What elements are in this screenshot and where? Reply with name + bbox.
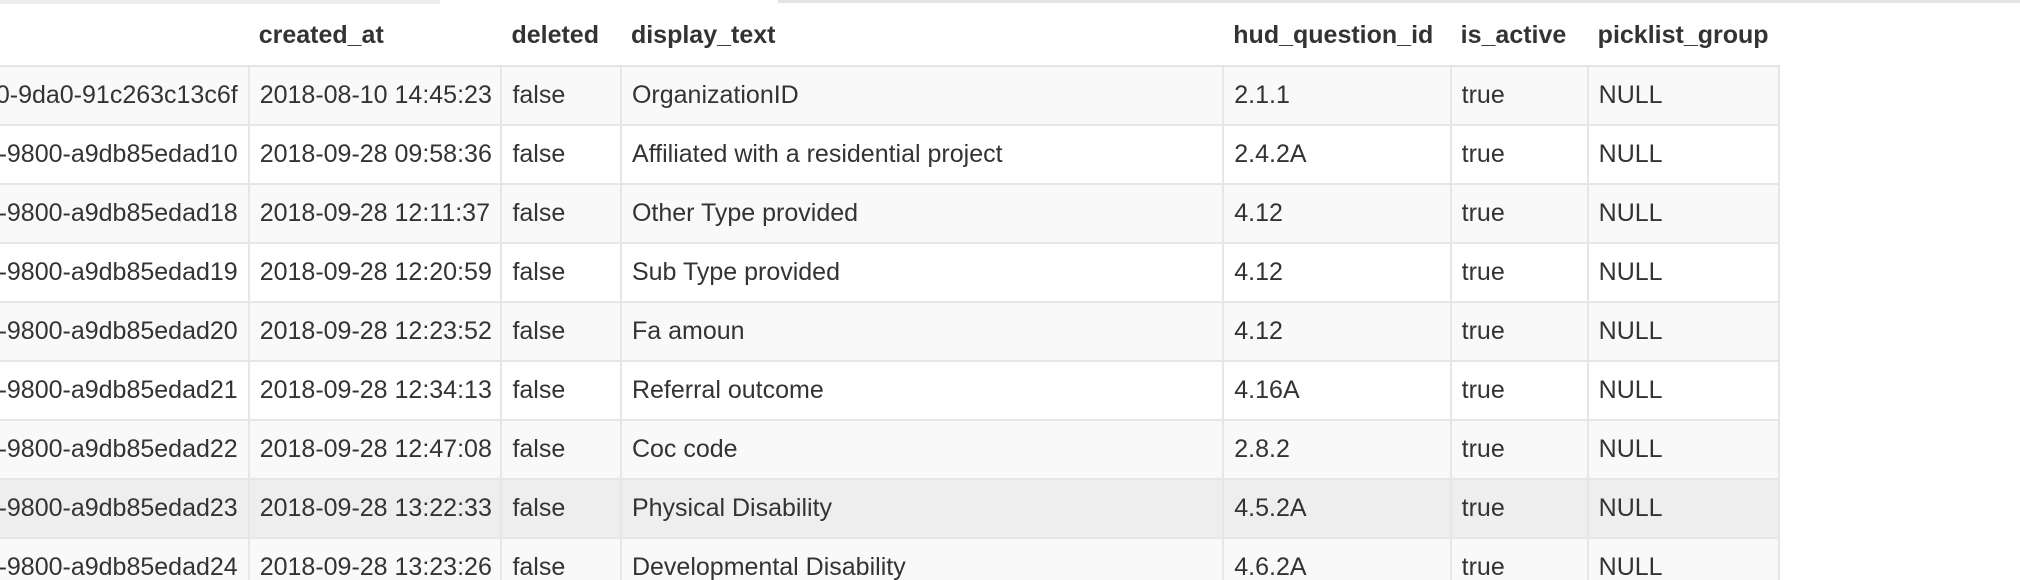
cell-display-text[interactable]: OrganizationID [620,66,1225,126]
cell-created-at[interactable]: 2018-09-28 12:11:37 [248,184,503,244]
cell-display-text[interactable]: Sub Type provided [620,243,1225,303]
cell-display-text[interactable]: Referral outcome [620,361,1225,421]
cell-created-at[interactable]: 2018-08-10 14:45:23 [248,66,503,126]
top-scroll-strip [0,0,2020,4]
cell-created-at[interactable]: 2018-09-28 13:22:33 [248,479,503,539]
table-row[interactable]: 5a0f7d51-c2c4-9800-a9db85edad232018-09-2… [0,479,1781,539]
cell-created-at[interactable]: 2018-09-28 12:23:52 [248,302,503,362]
table-row[interactable]: 5a0f7d51-c2c4-9800-a9db85edad102018-09-2… [0,125,1781,185]
cell-id[interactable]: 5a0f7d51-c2c4-9800-a9db85edad21 [0,361,250,421]
cell-picklist-group[interactable]: NULL [1587,66,1781,126]
results-grid-viewport[interactable]: id created_at deleted display_text hud_q… [0,6,1990,580]
cell-display-text[interactable]: Coc code [620,420,1225,480]
cell-id[interactable]: 5a0f7d51-c2c4-9800-a9db85edad24 [0,538,250,580]
cell-created-at[interactable]: 2018-09-28 12:20:59 [248,243,503,303]
cell-deleted[interactable]: false [501,184,622,244]
cell-hud-question-id[interactable]: 2.4.2A [1223,125,1452,185]
cell-deleted[interactable]: false [501,302,622,362]
column-header-id[interactable]: id [0,6,249,67]
cell-picklist-group[interactable]: NULL [1587,243,1781,303]
cell-id[interactable]: 5a0f7d51-c2c4-9800-a9db85edad23 [0,479,250,539]
table-row[interactable]: 5a0f7d51-c2c4-9800-a9db85edad242018-09-2… [0,538,1781,580]
cell-hud-question-id[interactable]: 4.5.2A [1223,479,1452,539]
top-strip-segment [778,0,2020,3]
cell-picklist-group[interactable]: NULL [1587,361,1781,421]
results-table: id created_at deleted display_text hud_q… [0,6,1781,580]
table-row[interactable]: 29d4a4c0-8f90-9da0-91c263c13c6f2018-08-1… [0,66,1781,126]
cell-created-at[interactable]: 2018-09-28 12:34:13 [248,361,503,421]
cell-deleted[interactable]: false [501,125,622,185]
cell-hud-question-id[interactable]: 4.12 [1223,184,1452,244]
table-row[interactable]: 5a0f7d51-c2c4-9800-a9db85edad182018-09-2… [0,184,1781,244]
column-header-deleted[interactable]: deleted [501,6,621,67]
column-header-picklist-group[interactable]: picklist_group [1587,6,1779,67]
cell-deleted[interactable]: false [501,361,622,421]
cell-is-active[interactable]: true [1450,66,1589,126]
cell-id[interactable]: 29d4a4c0-8f90-9da0-91c263c13c6f [0,66,250,126]
cell-display-text[interactable]: Developmental Disability [620,538,1225,580]
cell-hud-question-id[interactable]: 4.16A [1223,361,1452,421]
column-header-display-text[interactable]: display_text [620,6,1224,67]
top-strip-segment [0,0,440,4]
cell-id[interactable]: 5a0f7d51-c2c4-9800-a9db85edad18 [0,184,250,244]
cell-deleted[interactable]: false [501,479,622,539]
cell-hud-question-id[interactable]: 4.12 [1223,302,1452,362]
cell-deleted[interactable]: false [501,243,622,303]
cell-display-text[interactable]: Affiliated with a residential project [620,125,1225,185]
cell-picklist-group[interactable]: NULL [1587,302,1781,362]
table-row[interactable]: 5a0f7d51-c2c4-9800-a9db85edad192018-09-2… [0,243,1781,303]
cell-deleted[interactable]: false [501,538,622,580]
column-header-hud-question-id[interactable]: hud_question_id [1223,6,1451,67]
cell-is-active[interactable]: true [1450,302,1589,362]
cell-hud-question-id[interactable]: 2.8.2 [1223,420,1452,480]
column-header-created-at[interactable]: created_at [248,6,502,67]
cell-deleted[interactable]: false [501,420,622,480]
cell-picklist-group[interactable]: NULL [1587,184,1781,244]
cell-hud-question-id[interactable]: 2.1.1 [1223,66,1452,126]
cell-id[interactable]: 5a0f7d51-c2c4-9800-a9db85edad20 [0,302,250,362]
cell-created-at[interactable]: 2018-09-28 12:47:08 [248,420,503,480]
cell-deleted[interactable]: false [501,66,622,126]
table-row[interactable]: 5a0f7d51-c2c4-9800-a9db85edad222018-09-2… [0,420,1781,480]
cell-id[interactable]: 5a0f7d51-c2c4-9800-a9db85edad10 [0,125,250,185]
cell-display-text[interactable]: Physical Disability [620,479,1225,539]
cell-hud-question-id[interactable]: 4.12 [1223,243,1452,303]
cell-display-text[interactable]: Fa amoun [620,302,1225,362]
header-row: id created_at deleted display_text hud_q… [0,6,1779,67]
cell-is-active[interactable]: true [1450,243,1589,303]
table-row[interactable]: 5a0f7d51-c2c4-9800-a9db85edad212018-09-2… [0,361,1781,421]
cell-id[interactable]: 5a0f7d51-c2c4-9800-a9db85edad19 [0,243,250,303]
cell-picklist-group[interactable]: NULL [1587,538,1781,580]
column-header-is-active[interactable]: is_active [1450,6,1588,67]
cell-is-active[interactable]: true [1450,361,1589,421]
cell-picklist-group[interactable]: NULL [1587,420,1781,480]
cell-picklist-group[interactable]: NULL [1587,125,1781,185]
table-row[interactable]: 5a0f7d51-c2c4-9800-a9db85edad202018-09-2… [0,302,1781,362]
cell-is-active[interactable]: true [1450,184,1589,244]
cell-created-at[interactable]: 2018-09-28 13:23:26 [248,538,503,580]
cell-created-at[interactable]: 2018-09-28 09:58:36 [248,125,503,185]
cell-is-active[interactable]: true [1450,420,1589,480]
cell-is-active[interactable]: true [1450,479,1589,539]
cell-display-text[interactable]: Other Type provided [620,184,1225,244]
cell-picklist-group[interactable]: NULL [1587,479,1781,539]
cell-is-active[interactable]: true [1450,538,1589,580]
cell-hud-question-id[interactable]: 4.6.2A [1223,538,1452,580]
cell-is-active[interactable]: true [1450,125,1589,185]
cell-id[interactable]: 5a0f7d51-c2c4-9800-a9db85edad22 [0,420,250,480]
